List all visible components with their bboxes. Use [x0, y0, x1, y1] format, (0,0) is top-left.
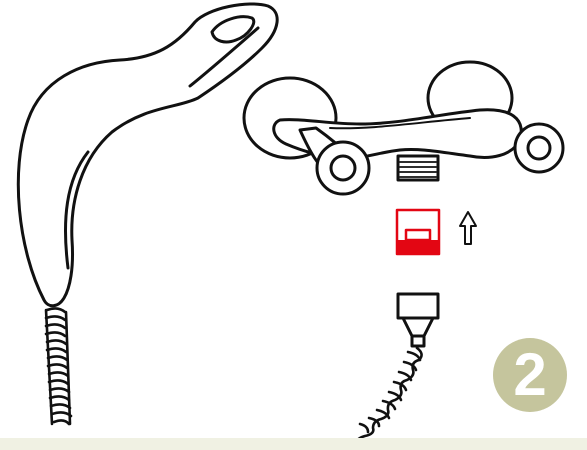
step-number-badge: 2 — [493, 338, 567, 412]
up-arrow-icon — [459, 211, 477, 245]
hose-nut — [396, 292, 440, 320]
mixer-top-detail — [329, 117, 471, 130]
hand-shower-spray-slot — [210, 15, 256, 44]
mixer-left-knob-inner — [329, 154, 357, 182]
washer-red-fill — [397, 240, 439, 254]
hand-shower-face — [188, 26, 260, 88]
coiled-hose-right — [343, 346, 423, 450]
wall-mixer-illustration — [242, 60, 565, 196]
step-number-label: 2 — [513, 341, 547, 408]
hose-cone — [401, 316, 435, 338]
red-washer-icon — [395, 208, 441, 256]
hose-connector-illustration — [396, 292, 440, 348]
mixer-right-knob-inner — [526, 135, 552, 161]
bottom-strip — [0, 438, 587, 450]
washer-top-notch — [404, 228, 432, 242]
hand-shower-inner-line — [64, 150, 90, 270]
mixer-thread-lines — [399, 161, 437, 178]
hand-shower-illustration — [16, 2, 279, 308]
hand-shower-body — [16, 2, 279, 308]
hose-ferrule — [410, 334, 426, 348]
mixer-threaded-outlet — [396, 154, 440, 182]
coiled-hose-left — [44, 307, 73, 426]
